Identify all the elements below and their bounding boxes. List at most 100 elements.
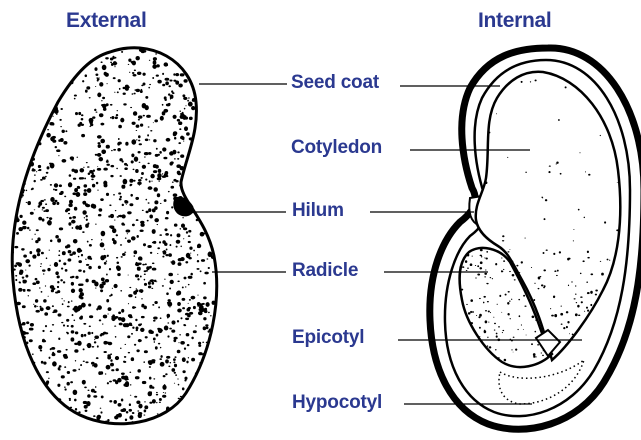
- stipple-dot: [180, 341, 185, 345]
- stipple-dot: [87, 166, 90, 168]
- stipple-dot: [134, 344, 136, 346]
- stipple-dot: [509, 300, 511, 301]
- stipple-dot: [106, 161, 109, 163]
- stipple-dot: [84, 334, 86, 337]
- stipple-dot: [162, 426, 164, 427]
- stipple-dot: [10, 397, 13, 400]
- stipple-dot: [153, 139, 156, 142]
- stipple-dot: [45, 74, 47, 76]
- stipple-dot: [141, 316, 145, 318]
- stipple-dot: [12, 401, 15, 404]
- stipple-dot: [166, 51, 169, 53]
- stipple-dot: [545, 199, 547, 201]
- stipple-dot: [128, 303, 129, 304]
- stipple-dot: [147, 163, 149, 165]
- stipple-dot: [10, 397, 12, 399]
- stipple-dot: [163, 392, 164, 393]
- stipple-dot: [100, 408, 102, 409]
- stipple-dot: [479, 336, 480, 337]
- stipple-dot: [149, 385, 152, 389]
- stipple-dot: [81, 134, 85, 137]
- stipple-dot: [185, 318, 189, 320]
- stipple-dot: [144, 283, 147, 286]
- stipple-dot: [497, 304, 498, 305]
- stipple-dot: [17, 74, 21, 77]
- stipple-dot: [519, 315, 521, 317]
- stipple-dot: [38, 165, 41, 168]
- stipple-dot: [97, 190, 99, 191]
- internal-heading: Internal: [478, 9, 551, 33]
- stipple-dot: [184, 347, 186, 350]
- stipple-dot: [148, 186, 153, 190]
- stipple-dot: [43, 362, 46, 365]
- stipple-dot: [33, 92, 37, 94]
- stipple-dot: [101, 100, 102, 101]
- stipple-dot: [191, 409, 194, 412]
- stipple-dot: [595, 289, 598, 291]
- stipple-dot: [19, 341, 23, 345]
- stipple-dot: [14, 67, 18, 71]
- stipple-dot: [218, 180, 219, 181]
- stipple-dot: [116, 368, 119, 371]
- stipple-dot: [48, 427, 50, 428]
- stipple-dot: [48, 378, 49, 379]
- stipple-dot: [549, 165, 551, 166]
- stipple-dot: [170, 95, 174, 99]
- stipple-dot: [119, 158, 122, 161]
- stipple-dot: [184, 277, 187, 280]
- stipple-dot: [89, 55, 92, 58]
- stipple-dot: [204, 47, 209, 52]
- stipple-dot: [200, 270, 202, 272]
- stipple-dot: [133, 93, 135, 95]
- stipple-dot: [71, 169, 74, 172]
- stipple-dot: [98, 214, 102, 217]
- stipple-dot: [127, 233, 128, 234]
- stipple-dot: [128, 315, 130, 316]
- stipple-dot: [15, 110, 19, 114]
- stipple-dot: [496, 113, 497, 114]
- stipple-dot: [138, 135, 141, 138]
- stipple-dot: [512, 274, 515, 276]
- stipple-dot: [177, 290, 182, 295]
- stipple-dot: [106, 83, 107, 84]
- stipple-dot: [144, 156, 145, 158]
- stipple-dot: [37, 253, 40, 256]
- stipple-dot: [184, 418, 186, 420]
- stipple-dot: [19, 171, 21, 173]
- stipple-dot: [487, 283, 489, 284]
- stipple-dot: [173, 339, 176, 342]
- stipple-dot: [160, 116, 164, 121]
- stipple-dot: [188, 257, 191, 260]
- stipple-dot: [601, 273, 604, 276]
- stipple-dot: [23, 138, 25, 140]
- stipple-dot: [496, 333, 498, 335]
- stipple-dot: [198, 107, 202, 110]
- stipple-dot: [118, 403, 122, 407]
- stipple-dot: [176, 240, 181, 244]
- stipple-dot: [156, 392, 158, 393]
- stipple-dot: [470, 311, 472, 313]
- stipple-dot: [186, 361, 188, 364]
- stipple-dot: [204, 272, 208, 275]
- stipple-dot: [97, 415, 101, 419]
- stipple-dot: [45, 203, 47, 205]
- stipple-dot: [206, 326, 209, 329]
- stipple-dot: [122, 408, 126, 412]
- stipple-dot: [203, 62, 205, 64]
- stipple-dot: [24, 44, 27, 47]
- stipple-dot: [122, 204, 124, 207]
- stipple-dot: [201, 259, 205, 262]
- stipple-dot: [19, 351, 22, 353]
- stipple-dot: [219, 291, 222, 294]
- stipple-dot: [149, 377, 152, 380]
- stipple-dot: [29, 251, 32, 254]
- stipple-dot: [494, 323, 496, 324]
- stipple-dot: [35, 79, 36, 80]
- stipple-dot: [68, 203, 72, 207]
- stipple-dot: [57, 238, 61, 242]
- stipple-dot: [66, 423, 70, 426]
- stipple-dot: [52, 311, 55, 313]
- stipple-dot: [210, 360, 211, 361]
- stipple-dot: [109, 400, 112, 402]
- stipple-dot: [26, 85, 30, 89]
